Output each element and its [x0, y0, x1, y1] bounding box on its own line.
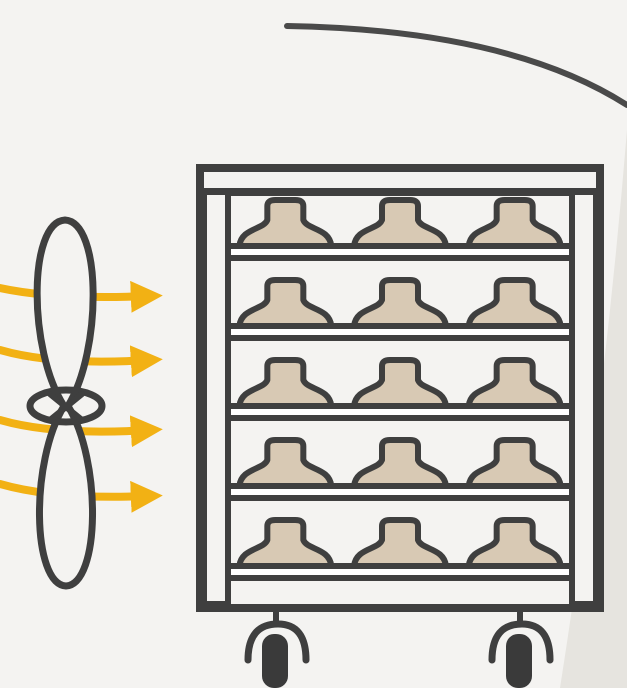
rack-shelf	[221, 403, 579, 421]
fan-hub-cross	[47, 391, 85, 423]
shoe-sole-icon	[465, 277, 564, 329]
background-shade	[560, 130, 627, 688]
rack-right-post	[569, 189, 599, 607]
shoe-sole-icon	[351, 197, 449, 249]
fan-icon	[26, 216, 106, 590]
shoe-sole-icon	[465, 197, 564, 249]
shoe-sole-icon	[351, 357, 449, 409]
shoe-sole-icon	[236, 437, 335, 489]
shoe-sole-icon	[351, 437, 449, 489]
fan-blade-bottom	[36, 402, 96, 590]
decorative-arc	[284, 23, 627, 108]
rack-top-bar	[196, 164, 604, 196]
rack-shelves	[221, 197, 579, 581]
shoe-sole-icon	[351, 517, 449, 569]
rack-shelf	[221, 323, 579, 341]
shoe-sole-icon	[465, 357, 564, 409]
caster-wheel-icon	[244, 608, 310, 688]
shoe-sole-icon	[351, 277, 449, 329]
drying-rack-icon	[196, 164, 604, 612]
rack-shelf	[221, 483, 579, 501]
rack-left-post	[201, 189, 231, 607]
fan-hub-ring	[26, 386, 106, 426]
fan-blade-top	[33, 216, 97, 410]
shoe-sole-icon	[465, 517, 564, 569]
shoe-sole-icon	[236, 277, 335, 329]
shoe-sole-icon	[236, 357, 335, 409]
rack-shelf	[221, 243, 579, 261]
shoe-sole-icon	[236, 517, 335, 569]
shoe-sole-icon	[465, 437, 564, 489]
rack-shelf	[221, 563, 579, 581]
caster-wheel-icon	[488, 608, 554, 688]
shoe-sole-icon	[236, 197, 335, 249]
